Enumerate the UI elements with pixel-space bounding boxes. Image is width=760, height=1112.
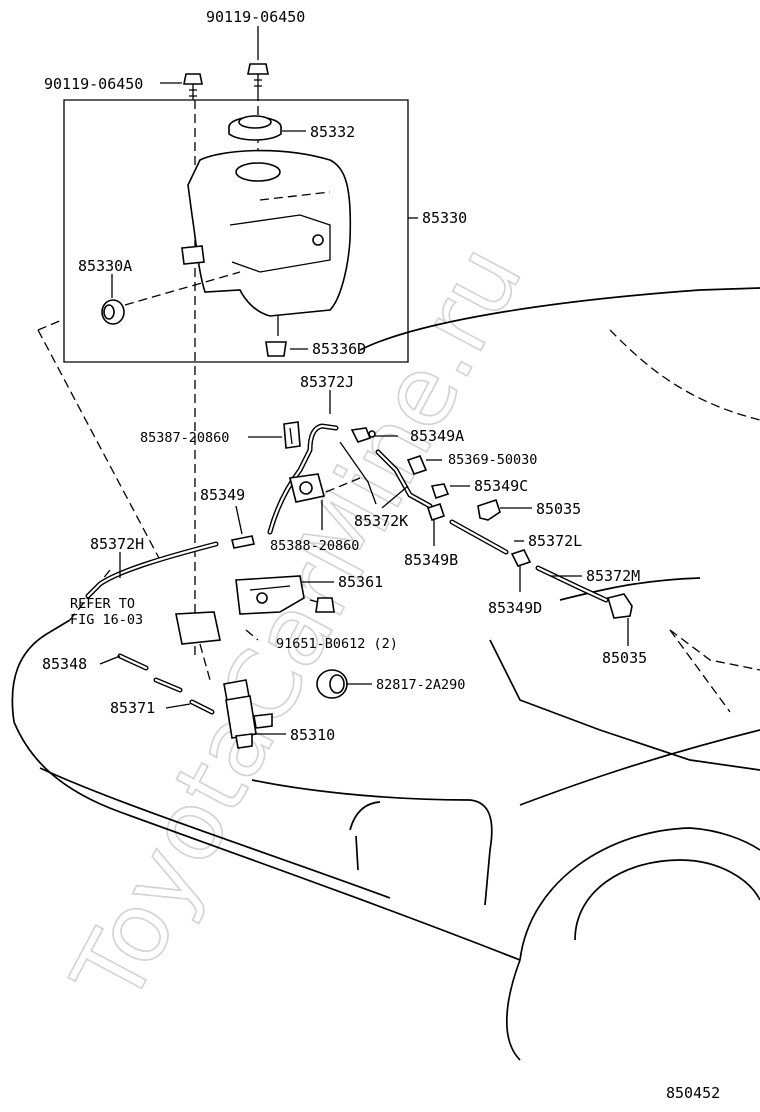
- callout-hose-k: 85372K: [354, 512, 408, 530]
- callout-tank: 85330: [422, 209, 467, 227]
- hose-85372K: [375, 449, 433, 509]
- callout-plug: 85336D: [312, 340, 366, 358]
- grommet-85330A: [101, 299, 125, 325]
- callout-valve: 85388-20860: [270, 538, 359, 554]
- callout-grommet-left: 85330A: [78, 257, 132, 275]
- tank-cap: [228, 115, 282, 141]
- leader-lines: [99, 26, 629, 735]
- joint-85349: [231, 535, 255, 549]
- joint-85349C: [430, 483, 450, 500]
- callout-bolt-top: 90119-06450: [206, 8, 305, 26]
- joint-85349A: [350, 427, 376, 443]
- nozzle-85035-upper: [477, 498, 501, 521]
- plug-85336D: [265, 341, 287, 357]
- refer-bracket: [175, 611, 221, 681]
- callout-refer-line1: REFER TO: [70, 596, 135, 612]
- clamp-85387-20860: [283, 421, 301, 449]
- callout-refer-line2: FIG 16-03: [70, 612, 143, 628]
- hose-85372H: [85, 541, 219, 599]
- callout-bolt-left: 90119-06450: [44, 75, 143, 93]
- bracket-85361: [235, 575, 305, 615]
- callout-bracket: 85361: [338, 573, 383, 591]
- car-body-outline: [11, 287, 760, 1061]
- tank-assembly-box: [63, 99, 409, 363]
- joint-85349B: [426, 502, 446, 522]
- callout-hose-j: 85372J: [300, 373, 354, 391]
- figure-number: 850452: [666, 1084, 720, 1102]
- hose-85371: [189, 699, 215, 715]
- callout-nozzle-right-bottom: 85035: [602, 649, 647, 667]
- washer-tank: [181, 149, 352, 317]
- callout-pipe: 85348: [42, 655, 87, 673]
- callout-joint-b: 85349B: [404, 551, 458, 569]
- callout-joint-d: 85349D: [488, 599, 542, 617]
- screw-91651: [309, 597, 335, 613]
- callout-nozzle-right-top: 85035: [536, 500, 581, 518]
- bolt-top: [247, 63, 269, 92]
- callout-hose-pump: 85371: [110, 699, 155, 717]
- callout-cap: 85332: [310, 123, 355, 141]
- callout-pump: 85310: [290, 726, 335, 744]
- callout-clip-50030: 85369-50030: [448, 452, 537, 468]
- callout-screw: 91651-B0612 (2): [276, 636, 398, 652]
- callout-hose-l: 85372L: [528, 532, 582, 550]
- nozzle-85035-lower: [606, 593, 633, 619]
- callout-joint-a: 85349A: [410, 427, 464, 445]
- callout-joint-c: 85349C: [474, 477, 528, 495]
- pipe-85348: [117, 653, 183, 693]
- callout-hose-h: 85372H: [90, 535, 144, 553]
- hose-85372M: [535, 565, 609, 603]
- check-valve-85388-20860: [289, 473, 325, 503]
- bolt-left: [183, 73, 203, 100]
- callout-clamp: 85387-20860: [140, 430, 229, 446]
- hose-85372J: [267, 423, 339, 535]
- callout-grommet-pump: 82817-2A290: [376, 677, 465, 693]
- grommet-82817-2A290: [316, 669, 348, 699]
- joint-85349D: [510, 549, 532, 567]
- callout-hose-m: 85372M: [586, 567, 640, 585]
- hose-85372L: [449, 519, 509, 555]
- callout-joint-plain: 85349: [200, 486, 245, 504]
- clip-85369-50030: [406, 455, 428, 475]
